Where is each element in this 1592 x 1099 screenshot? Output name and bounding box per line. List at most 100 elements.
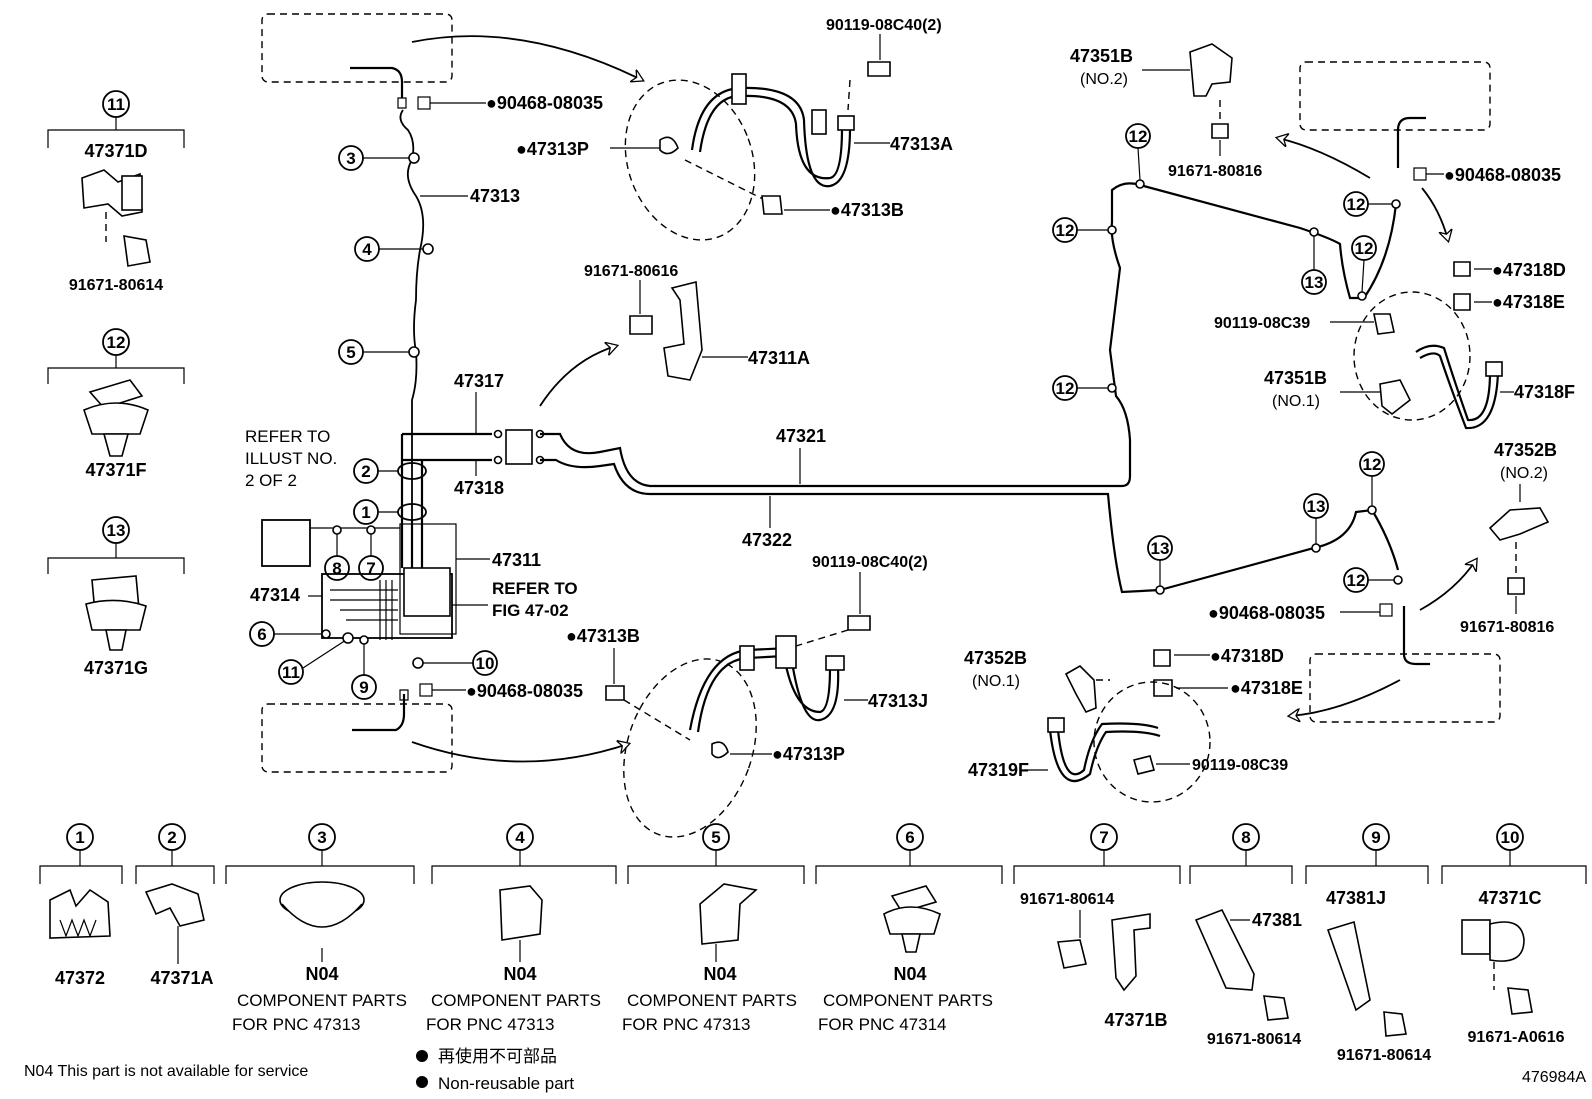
bottom-item-8: 8 47381 91671-80614 xyxy=(1189,823,1302,1048)
front-left-hose-group: ●90468-08035 47313 47313A 90119-08C40(2)… xyxy=(261,13,953,520)
bolt-91671-80614-left: 91671-80614 xyxy=(69,277,163,294)
hose-47313A xyxy=(690,86,852,188)
svg-text:11: 11 xyxy=(282,663,300,682)
label-90468-08035-top: ●90468-08035 xyxy=(486,93,603,113)
label-90468-08035-mid: ●90468-08035 xyxy=(1208,603,1325,623)
svg-text:1: 1 xyxy=(75,828,84,847)
svg-text:1: 1 xyxy=(361,503,370,522)
note-6-line2: FOR PNC 47314 xyxy=(818,1015,947,1034)
note-3-line1: COMPONENT PARTS xyxy=(237,991,407,1010)
hose-47319F xyxy=(1056,722,1159,776)
left-panel-item-13: 13 47371G xyxy=(47,516,185,678)
part-47371A: 47371A xyxy=(150,968,213,988)
pipe-end-top xyxy=(350,66,404,98)
label-90468-08035-right: ●90468-08035 xyxy=(1444,165,1561,185)
label-47313B-bot: ●47313B xyxy=(566,626,640,646)
legend-en: Non-reusable part xyxy=(438,1074,574,1093)
bolt-91671-80614-7: 91671-80614 xyxy=(1020,891,1114,908)
svg-text:6: 6 xyxy=(257,625,266,644)
svg-text:12: 12 xyxy=(1347,195,1366,214)
note-5-line1: COMPONENT PARTS xyxy=(627,991,797,1010)
left-panel-item-12: 12 47371F xyxy=(47,328,185,480)
svg-text:10: 10 xyxy=(476,654,495,673)
svg-text:4: 4 xyxy=(515,828,525,847)
svg-text:3: 3 xyxy=(317,828,326,847)
label-91671-80616: 91671-80616 xyxy=(584,263,678,280)
label-no1-b: (NO.1) xyxy=(972,673,1020,690)
left-panel-item-11: 11 47371D 91671-80614 xyxy=(47,90,185,294)
part-47381J: 47381J xyxy=(1326,888,1386,908)
reference-box-bottom-left xyxy=(261,703,453,773)
hose-47318F xyxy=(1415,344,1492,422)
svg-text:2: 2 xyxy=(361,462,370,481)
bottom-item-3: 3 N04 COMPONENT PARTS FOR PNC 47313 xyxy=(225,823,415,1034)
code-N04-3: N04 xyxy=(305,964,338,984)
svg-text:12: 12 xyxy=(1056,379,1075,398)
figure-id: 476984A xyxy=(1522,1069,1586,1086)
label-47351B-no1: 47351B xyxy=(1264,368,1327,388)
label-47318: 47318 xyxy=(454,478,504,498)
svg-text:5: 5 xyxy=(711,828,720,847)
bottom-item-9: 9 47381J 91671-80614 xyxy=(1305,823,1431,1064)
bolt-91671-80614-9: 91671-80614 xyxy=(1337,1047,1431,1064)
label-47321: 47321 xyxy=(776,426,826,446)
svg-text:13: 13 xyxy=(1151,539,1170,558)
callout-2: 2 xyxy=(353,458,398,484)
part-47371D: 47371D xyxy=(84,141,147,161)
rear-left-hose-group: ●90468-08035 47313J 90119-08C40(2) ●4731… xyxy=(261,554,928,838)
svg-text:4: 4 xyxy=(362,240,372,259)
svg-text:12: 12 xyxy=(1056,221,1075,240)
svg-text:6: 6 xyxy=(905,828,914,847)
callout-6: 6 xyxy=(249,621,331,647)
svg-text:12: 12 xyxy=(107,333,126,352)
code-N04-4: N04 xyxy=(503,964,536,984)
callout-7: 7 xyxy=(358,525,384,581)
code-N04-5: N04 xyxy=(703,964,736,984)
label-47318F: 47318F xyxy=(1514,382,1575,402)
hose-detail-circle-bottom xyxy=(623,658,757,838)
note-6-line1: COMPONENT PARTS xyxy=(823,991,993,1010)
label-90119-08C39-top: 90119-08C39 xyxy=(1214,315,1310,332)
actuator-block xyxy=(403,567,451,617)
label-47313A: 47313A xyxy=(890,134,953,154)
part-47381: 47381 xyxy=(1252,910,1302,930)
svg-text:13: 13 xyxy=(1307,497,1326,516)
label-47319F: 47319F xyxy=(968,760,1029,780)
bottom-item-10: 10 47371C 91671-A0616 xyxy=(1441,823,1587,1046)
code-N04-6: N04 xyxy=(893,964,926,984)
callouts-12-13-lower: 13 13 12 12 xyxy=(1147,451,1403,595)
label-90119-08C40-bot: 90119-08C40(2) xyxy=(812,554,928,571)
reference-box-top-left xyxy=(261,13,453,83)
non-reusable-dot-icon xyxy=(416,1050,428,1062)
reference-box-top-right xyxy=(1299,61,1491,131)
label-47318D-bot: ●47318D xyxy=(1210,646,1284,666)
label-91671-80816-bot: 91671-80816 xyxy=(1460,619,1554,636)
label-no1-a: (NO.1) xyxy=(1272,393,1320,410)
label-47318E-top: ●47318E xyxy=(1492,292,1565,312)
pipe-47313 xyxy=(399,109,425,520)
callout-11: 11 xyxy=(278,632,354,685)
label-47311: 47311 xyxy=(492,550,541,570)
label-47313P-top: ●47313P xyxy=(516,139,589,159)
svg-text:12: 12 xyxy=(1363,455,1382,474)
svg-text:9: 9 xyxy=(359,678,368,697)
svg-text:9: 9 xyxy=(1371,828,1380,847)
label-47318E-bot: ●47318E xyxy=(1230,678,1303,698)
label-47352B-no2: 47352B xyxy=(1494,440,1557,460)
bottom-item-2: 2 47371A xyxy=(135,823,215,988)
svg-text:10: 10 xyxy=(1501,828,1520,847)
reference-box-bottom-right xyxy=(1309,653,1501,723)
svg-text:7: 7 xyxy=(1099,828,1108,847)
label-90119-08C40-top: 90119-08C40(2) xyxy=(826,17,942,34)
refer-illust-line3: 2 OF 2 xyxy=(245,471,297,490)
label-47352B-no1: 47352B xyxy=(964,648,1027,668)
label-47313J: 47313J xyxy=(868,691,928,711)
hose-47313J xyxy=(688,646,840,731)
part-47371C: 47371C xyxy=(1478,888,1541,908)
bottom-item-4: 4 N04 COMPONENT PARTS FOR PNC 47313 xyxy=(426,823,617,1034)
callout-4: 4 xyxy=(354,236,434,262)
legend: 再使用不可部品 Non-reusable part N04 This part … xyxy=(24,1046,1586,1093)
svg-text:8: 8 xyxy=(1241,828,1250,847)
callout-3: 3 xyxy=(338,145,420,171)
